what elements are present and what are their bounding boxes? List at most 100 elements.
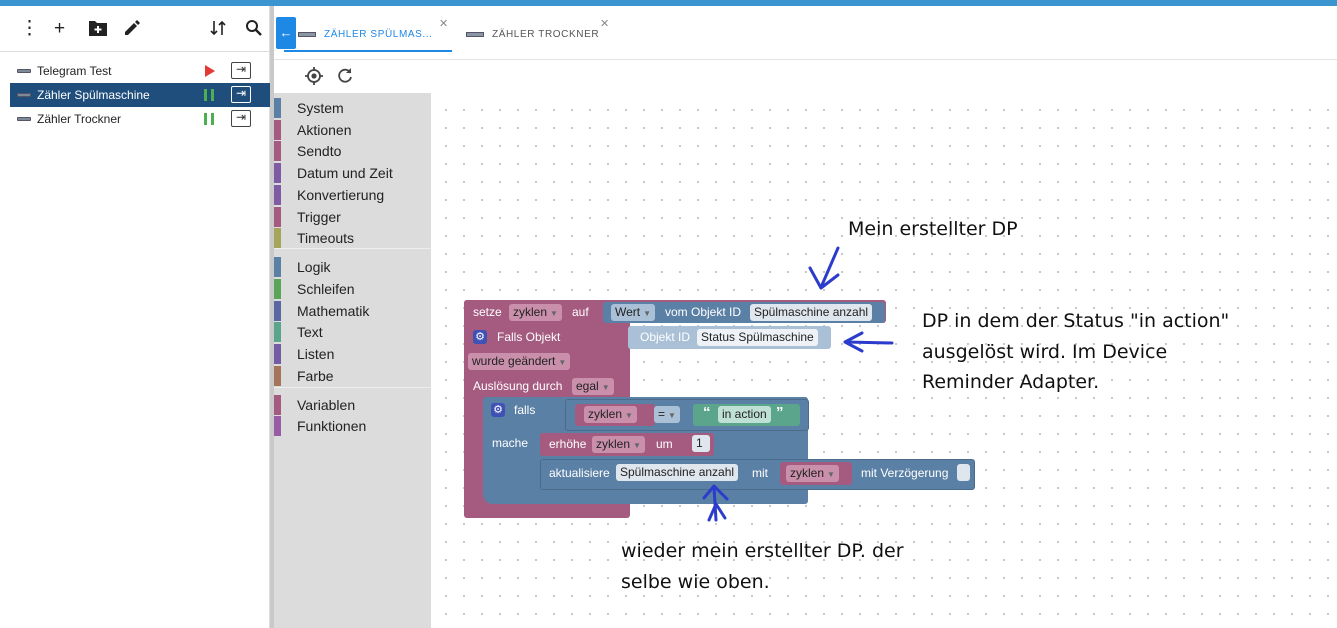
edit-icon[interactable] [123,19,141,44]
object-id-field[interactable]: Spülmaschine anzahl [750,304,873,321]
category-color [274,163,281,183]
trigger-source-dropdown[interactable]: egal▼ [572,378,614,395]
toolbox-category[interactable]: System [274,97,344,119]
block-label: auf [572,305,589,319]
toolbox-category[interactable]: Variablen [274,394,355,416]
script-icon [298,31,316,37]
refresh-icon[interactable] [336,66,354,84]
tab-zaehler-trockner[interactable]: ZÄHLER TROCKNER ✕ [466,18,609,45]
toolbox-category[interactable]: Listen [274,343,334,365]
back-arrow-icon[interactable]: ← [276,17,296,49]
update-state-block[interactable] [540,459,975,490]
blockly-workspace[interactable]: setze zyklen▼ auf Wert▼ vom Objekt ID Sp… [431,93,1337,628]
category-color [274,207,281,227]
category-color [274,395,281,415]
operator-value: = [658,407,666,421]
toolbox-category[interactable]: Aktionen [274,119,351,141]
play-icon[interactable] [205,65,215,77]
variable-field[interactable]: zyklen▼ [786,465,839,482]
text-field[interactable]: in action [718,406,771,423]
export-icon[interactable]: ⇥ [231,86,251,103]
category-color [274,228,281,248]
category-label: Variablen [297,397,356,413]
toolbox-category[interactable]: Timeouts [274,227,354,249]
quote-icon: “ [703,404,711,421]
block-label: Auslösung durch [473,379,563,393]
arrow-scribble-icon [707,502,727,522]
toolbox-category[interactable]: Farbe [274,365,334,387]
editor-toolbar [274,60,1337,93]
script-name: Telegram Test [37,64,112,78]
top-accent-bar [0,0,1337,6]
annotation-text: Reminder Adapter. [922,371,1100,393]
block-label: mit [752,466,768,480]
variable-field[interactable]: zyklen▼ [584,406,637,423]
toolbox-category[interactable]: Logik [274,256,330,278]
operator-dropdown[interactable]: =▼ [654,406,680,423]
toolbox-category[interactable]: Datum und Zeit [274,162,393,184]
category-label: Funktionen [297,418,367,434]
block-label: falls [514,403,536,417]
category-color [274,141,281,161]
trigger-source-value: egal [576,379,599,393]
add-icon[interactable]: + [54,18,66,39]
category-color [274,322,281,342]
toolbox-category[interactable]: Trigger [274,206,341,228]
category-color [274,120,281,140]
sort-icon[interactable] [210,19,226,44]
toolbox-category[interactable]: Funktionen [274,415,366,437]
gear-icon[interactable]: ⚙ [473,330,487,344]
script-item[interactable]: Zähler Trockner⇥ [10,107,271,131]
gear-icon[interactable]: ⚙ [491,403,505,417]
variable-field[interactable]: zyklen▼ [509,304,562,321]
annotation-text: ausgelöst wird. Im Device [922,341,1168,363]
script-item[interactable]: Telegram Test ⇥ [10,59,271,83]
pause-icon[interactable] [204,89,215,101]
script-icon [17,117,31,121]
event-dropdown[interactable]: wurde geändert▼ [468,353,571,370]
annotation-text: selbe wie oben. [621,571,770,593]
arrow-down-icon [820,246,840,287]
script-icon [466,31,484,37]
export-icon[interactable]: ⇥ [231,62,251,79]
script-name: Zähler Spülmaschine [37,88,150,102]
block-label: Falls Objekt [497,330,561,344]
pause-icon[interactable] [204,113,215,125]
category-color [274,257,281,277]
attribute-dropdown[interactable]: Wert▼ [611,304,656,321]
arrow-head-icon [843,331,864,353]
toolbox-separator [274,387,431,388]
category-label: Sendto [297,143,342,159]
export-icon[interactable]: ⇥ [231,110,251,127]
new-folder-icon[interactable] [88,19,108,44]
variable-field[interactable]: zyklen▼ [592,436,645,453]
object-id-field[interactable]: Status Spülmaschine [697,329,818,346]
panel-splitter[interactable] [270,6,274,628]
toolbox-category[interactable]: Konvertierung [274,184,384,206]
toolbox-category[interactable]: Sendto [274,140,341,162]
delay-checkbox[interactable] [957,464,970,481]
script-list-panel: ⋮ + Telegram Test⇥Zähler Spülmaschine⇥Zä… [0,6,271,628]
category-color [274,344,281,364]
category-color [274,301,281,321]
category-label: Farbe [297,368,334,384]
script-icon [17,69,31,73]
search-icon[interactable] [245,19,263,44]
close-icon[interactable]: ✕ [439,18,449,30]
script-icon [17,93,31,97]
object-id-field[interactable]: Spülmaschine anzahl [616,464,739,481]
number-field[interactable]: 1 [692,435,710,452]
more-vert-icon[interactable]: ⋮ [20,18,39,39]
script-item[interactable]: Zähler Spülmaschine ⇥ [10,83,271,107]
tab-zaehler-spuelmaschine[interactable]: ZÄHLER SPÜLMAS... ✕ [298,18,448,45]
category-label: Timeouts [297,230,355,246]
block-label: erhöhe [549,437,587,451]
locate-icon[interactable] [304,66,324,86]
close-icon[interactable]: ✕ [600,18,610,30]
toolbox-category[interactable]: Schleifen [274,278,355,300]
block-label: mit Verzögerung [861,466,949,480]
variable-name: zyklen [513,305,548,319]
toolbox-category[interactable]: Mathematik [274,300,369,322]
toolbox-category[interactable]: Text [274,321,323,343]
